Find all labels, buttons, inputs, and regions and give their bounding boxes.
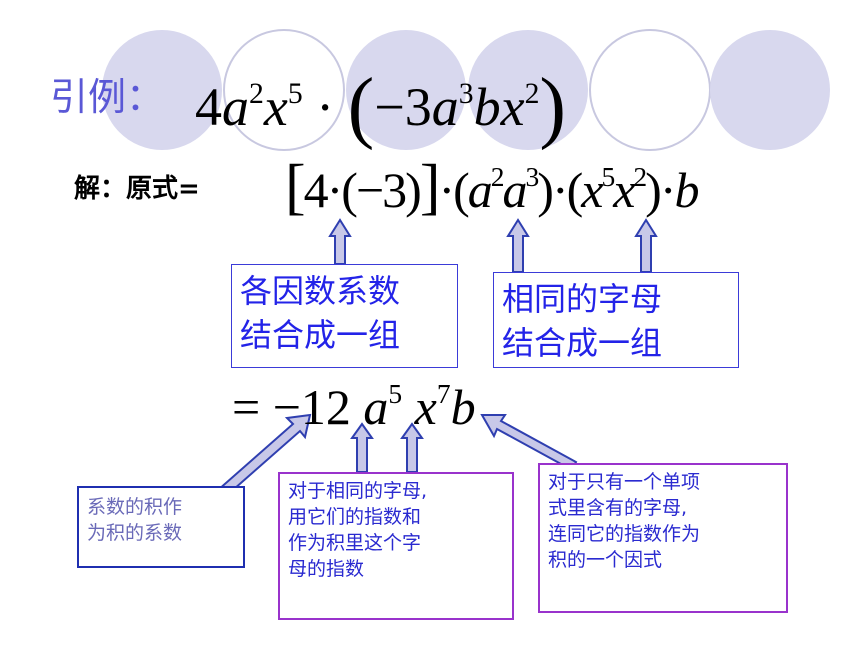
exponent: 2 bbox=[524, 77, 540, 110]
decorative-circle bbox=[710, 30, 830, 150]
exponent: 5 bbox=[388, 378, 403, 410]
box-line: 结合成一组 bbox=[502, 324, 663, 362]
up-arrow-icon bbox=[506, 218, 530, 273]
var-b: b bbox=[473, 77, 501, 137]
exponent: 2 bbox=[490, 161, 505, 193]
var-a: a bbox=[431, 77, 459, 137]
product-coefficient-box: 系数的积作 为积的系数 bbox=[77, 486, 245, 568]
var-x: x bbox=[613, 162, 635, 218]
box-line: 对于相同的字母, bbox=[288, 480, 428, 502]
var-x: x bbox=[500, 77, 525, 137]
box-line: 式里含有的字母, bbox=[548, 497, 688, 519]
exponent: 2 bbox=[249, 77, 264, 110]
right-paren: ) bbox=[539, 63, 567, 151]
multiply-dot: · bbox=[438, 162, 455, 218]
step-expression: [4·(−3)]·(a2a3)·(x5x2)·b bbox=[285, 152, 699, 223]
equals-sign: = bbox=[232, 379, 261, 435]
box-line: 各因数系数 bbox=[240, 272, 401, 310]
solution-label: 解：原式= bbox=[74, 174, 200, 204]
up-arrow-icon bbox=[328, 218, 352, 265]
left-paren: ( bbox=[566, 162, 584, 218]
result-expression: = −12 a5 x7b bbox=[232, 378, 476, 436]
same-letter-rule-box: 对于相同的字母, 用它们的指数和 作为积里这个字 母的指数 bbox=[278, 472, 514, 620]
diagonal-arrow-icon bbox=[480, 414, 578, 472]
right-bracket: ] bbox=[419, 153, 441, 221]
box-line: 作为积里这个字 bbox=[288, 532, 422, 554]
coefficient-neg3: −3 bbox=[374, 77, 432, 137]
exponent: 5 bbox=[601, 161, 615, 193]
left-bracket: [ bbox=[285, 153, 306, 221]
single-letter-rule-box: 对于只有一个单项 式里含有的字母, 连同它的指数作为 积的一个因式 bbox=[538, 463, 788, 613]
var-a: a bbox=[467, 162, 493, 218]
coefficient-product: 4·(−3) bbox=[303, 162, 422, 218]
box-line: 积的一个因式 bbox=[548, 549, 663, 571]
var-x: x bbox=[581, 162, 603, 218]
coefficient-4: 4 bbox=[195, 77, 222, 137]
var-b: b bbox=[674, 162, 699, 218]
decorative-circle bbox=[468, 30, 588, 150]
var-b: b bbox=[450, 379, 476, 435]
result-coefficient: −12 bbox=[272, 379, 351, 435]
box-line: 用它们的指数和 bbox=[288, 506, 422, 528]
var-a: a bbox=[363, 379, 389, 435]
coefficients-group-box: 各因数系数 结合成一组 bbox=[231, 264, 458, 368]
box-line: 系数的积作 bbox=[87, 496, 183, 518]
exponent: 2 bbox=[633, 161, 647, 193]
multiply-dot: · bbox=[551, 162, 569, 218]
right-paren: ) bbox=[645, 162, 662, 218]
right-paren: ) bbox=[537, 162, 554, 218]
exponent: 7 bbox=[436, 378, 451, 410]
left-paren: ( bbox=[347, 63, 375, 151]
example-expression: 4a2x5 · (−3a3bx2) bbox=[195, 62, 566, 153]
letters-group-box: 相同的字母 结合成一组 bbox=[493, 272, 739, 368]
var-x: x bbox=[414, 379, 437, 435]
decorative-circle bbox=[102, 30, 222, 150]
example-heading: 引例： bbox=[50, 75, 165, 119]
box-line: 结合成一组 bbox=[240, 316, 401, 354]
multiply-dot: · bbox=[316, 77, 335, 137]
decorative-circle bbox=[223, 29, 345, 151]
box-line: 为积的系数 bbox=[87, 522, 183, 544]
box-line: 母的指数 bbox=[288, 558, 365, 580]
up-arrow-icon bbox=[634, 218, 658, 273]
box-line: 对于只有一个单项 bbox=[548, 471, 701, 493]
box-line: 连同它的指数作为 bbox=[548, 523, 701, 545]
exponent: 3 bbox=[458, 77, 474, 110]
var-a: a bbox=[502, 162, 528, 218]
left-paren: ( bbox=[453, 162, 470, 218]
exponent: 3 bbox=[525, 161, 540, 193]
box-line: 相同的字母 bbox=[502, 280, 663, 318]
decorative-circle bbox=[346, 30, 466, 150]
exponent: 5 bbox=[287, 77, 303, 110]
multiply-dot: · bbox=[659, 162, 677, 218]
var-a: a bbox=[222, 77, 249, 137]
var-x: x bbox=[263, 77, 288, 137]
